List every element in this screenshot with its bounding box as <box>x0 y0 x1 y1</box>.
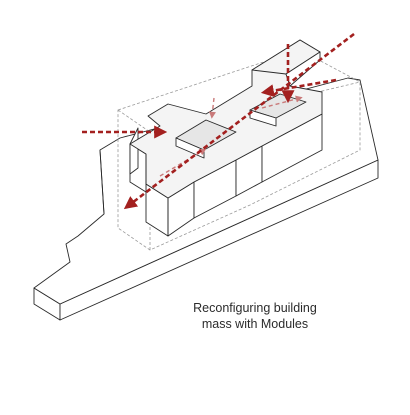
courtyard-inner-wall <box>175 137 205 159</box>
light-movement-arrows <box>159 95 303 177</box>
courtyard-inner-wall-2 <box>249 109 277 127</box>
arrow-light-3 <box>208 97 216 119</box>
arrow-light-1 <box>159 148 207 177</box>
left-end-face-2 <box>129 127 139 175</box>
diagram-caption: Reconfiguring building mass with Modules <box>160 300 350 332</box>
movement-arrows <box>82 32 355 210</box>
arrow-right-horizontal <box>260 78 337 98</box>
module-mass <box>129 39 323 237</box>
upper-arm-side <box>285 51 321 87</box>
arrow-diagonal-down <box>123 32 355 210</box>
caption-line-2: mass with Modules <box>201 317 309 331</box>
caption-line-1: Reconfiguring building <box>193 301 317 315</box>
